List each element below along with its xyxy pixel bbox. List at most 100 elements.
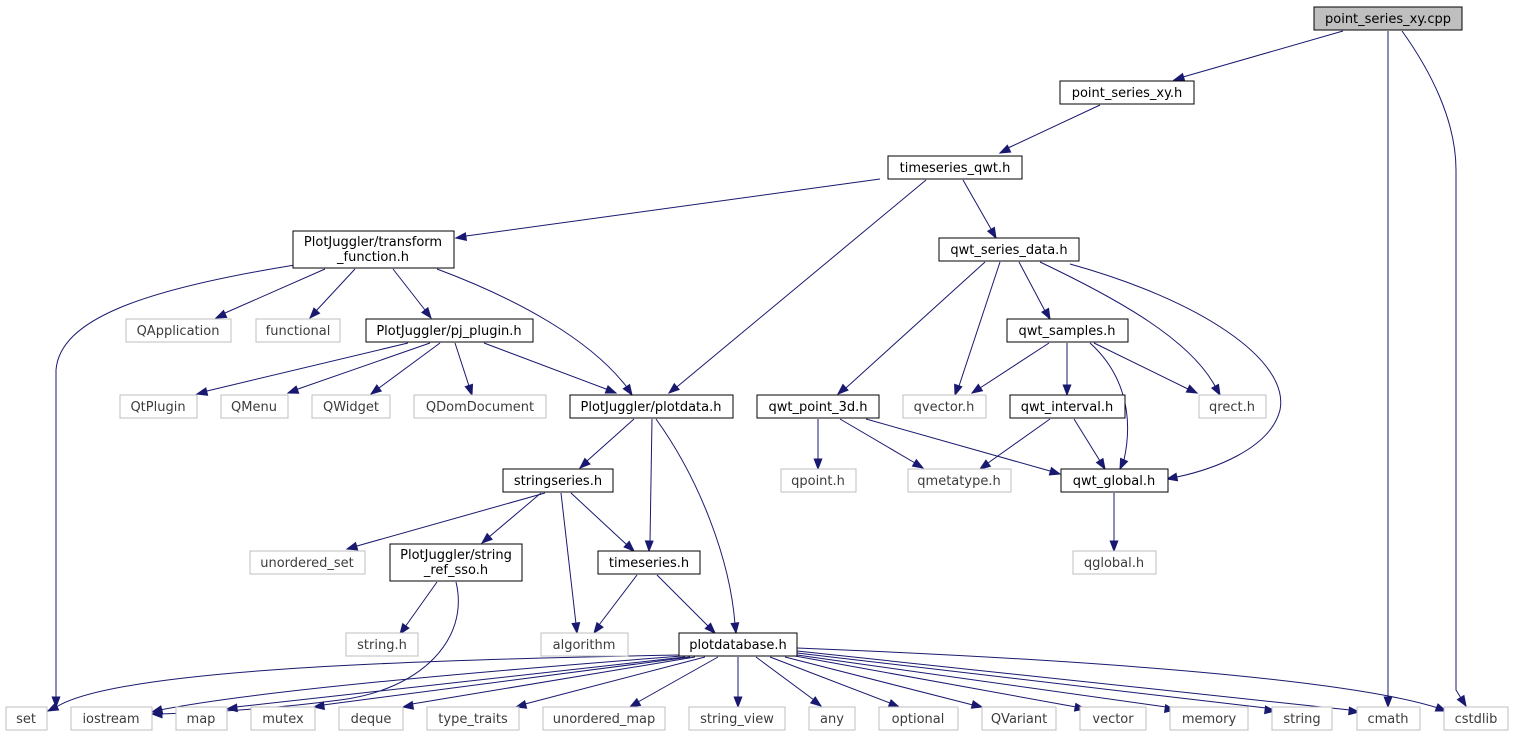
edge-plotdatabase-to-any	[755, 656, 823, 707]
edge-line	[1401, 30, 1467, 707]
node-string[interactable]: string	[1271, 706, 1333, 731]
node-label: unordered_set	[260, 556, 353, 571]
node-point-series-xy-h[interactable]: point_series_xy.h	[1059, 80, 1195, 105]
arrowhead-icon	[836, 383, 849, 395]
node-stringseries-h[interactable]: stringseries.h	[502, 468, 614, 493]
node-memory[interactable]: memory	[1169, 706, 1249, 731]
arrowhead-icon	[644, 540, 654, 553]
node-qrect-h[interactable]: qrect.h	[1198, 394, 1267, 419]
arrowhead-icon	[1109, 540, 1119, 553]
arrowhead-icon	[401, 700, 415, 710]
arrowhead-icon	[345, 541, 359, 551]
edge-timeseries-qwt-h-to-transform-function	[454, 178, 881, 242]
arrowhead-icon	[970, 383, 984, 394]
edge-timeseries-qwt-h-to-qwt-series-data-h	[962, 179, 997, 240]
node-label: PlotJuggler/pj_plugin.h	[376, 324, 521, 339]
edge-line	[655, 418, 737, 634]
node-label: functional	[266, 324, 331, 339]
node-qwt-series-data-h[interactable]: qwt_series_data.h	[938, 237, 1080, 262]
node-timeseries-qwt-h[interactable]: timeseries_qwt.h	[887, 155, 1023, 180]
edge-qwt-series-data-to-qwt-samples	[1018, 261, 1051, 321]
node-iostream[interactable]: iostream	[70, 706, 153, 731]
node-label: string	[1283, 712, 1320, 727]
edge-stringseries-to-unordered-set	[345, 492, 546, 551]
arrowhead-icon	[454, 232, 468, 242]
node-transform-function-h[interactable]: PlotJuggler/transform _function.h	[292, 230, 455, 269]
node-label: cmath	[1367, 712, 1408, 727]
edge-line	[796, 652, 1276, 712]
node-label: vector	[1092, 712, 1134, 727]
edge-line	[346, 492, 546, 550]
node-optional[interactable]: optional	[878, 706, 959, 731]
edge-qwt-series-data-to-qvector	[954, 261, 1001, 397]
edge-point-series-xy-h-to-timeseries-qwt-h	[998, 104, 1101, 154]
node-qwt-interval-h[interactable]: qwt_interval.h	[1009, 394, 1126, 419]
arrowhead-icon	[1095, 457, 1106, 471]
node-functional[interactable]: functional	[255, 318, 341, 343]
node-string-h[interactable]: string.h	[345, 632, 419, 657]
node-qdomdocument[interactable]: QDomDocument	[413, 394, 547, 419]
node-type-traits[interactable]: type_traits	[426, 706, 520, 731]
node-timeseries-h[interactable]: timeseries.h	[597, 550, 701, 575]
node-qmenu[interactable]: QMenu	[220, 394, 289, 419]
edge-stringseries-to-timeseries-h	[570, 492, 636, 552]
node-plotdata-h[interactable]: PlotJuggler/plotdata.h	[569, 394, 734, 419]
edge-line	[570, 492, 635, 552]
node-label: point_series_xy.h	[1072, 86, 1183, 101]
edge-plotdatabase-to-memory	[796, 654, 1177, 713]
node-string-ref-sso-h[interactable]: PlotJuggler/string _ref_sso.h	[389, 543, 523, 582]
node-cstdlib[interactable]: cstdlib	[1443, 706, 1509, 731]
edge-line	[151, 655, 683, 713]
edge-point-series-xy-cpp-to-cmath	[1383, 31, 1393, 709]
node-unordered-map[interactable]: unordered_map	[542, 706, 666, 731]
arrowhead-icon	[628, 697, 642, 708]
arrowhead-icon	[571, 622, 581, 635]
node-qvector-h[interactable]: qvector.h	[902, 394, 987, 419]
edge-stringseries-to-string-ref-sso	[480, 492, 542, 544]
node-qmetatype-h[interactable]: qmetatype.h	[907, 468, 1012, 493]
arrowhead-icon	[730, 622, 740, 635]
node-set[interactable]: set	[5, 706, 48, 731]
node-algorithm[interactable]: algorithm	[540, 632, 629, 657]
arrowhead-icon	[622, 383, 633, 397]
arrowhead-icon	[1210, 383, 1221, 397]
edge-line	[1093, 342, 1198, 394]
node-pj-plugin-h[interactable]: PlotJuggler/pj_plugin.h	[365, 318, 534, 343]
node-deque[interactable]: deque	[338, 706, 404, 731]
node-qwidget[interactable]: QWidget	[311, 394, 391, 419]
node-qwt-samples-h[interactable]: qwt_samples.h	[1006, 318, 1129, 343]
node-label: type_traits	[438, 712, 508, 727]
node-qtplugin[interactable]: QtPlugin	[119, 394, 198, 419]
node-unordered-set[interactable]: unordered_set	[249, 550, 366, 575]
node-plotdatabase-h[interactable]: plotdatabase.h	[678, 632, 798, 657]
node-string-view[interactable]: string_view	[688, 706, 786, 731]
edge-plotdatabase-to-map	[225, 656, 686, 713]
node-mutex[interactable]: mutex	[250, 706, 316, 731]
edge-line	[226, 656, 686, 710]
node-label: algorithm	[553, 638, 616, 653]
edge-plotdata-to-plotdatabase	[655, 418, 740, 635]
arrowhead-icon	[1165, 472, 1179, 482]
node-qwt-global-h[interactable]: qwt_global.h	[1060, 468, 1169, 493]
node-map[interactable]: map	[175, 706, 228, 731]
edge-plotdatabase-to-cmath	[796, 650, 1361, 716]
edge-line	[865, 418, 1061, 475]
arrowhead-icon	[733, 696, 743, 709]
node-label: qpoint.h	[791, 474, 845, 489]
node-qglobal-h[interactable]: qglobal.h	[1072, 550, 1157, 575]
node-qwt-point-3d-h[interactable]: qwt_point_3d.h	[756, 394, 880, 419]
arrowhead-icon	[464, 383, 474, 397]
edge-qwt-samples-to-qvector	[970, 342, 1050, 394]
edge-qwt-point-3d-to-qpoint	[813, 419, 823, 471]
node-point-series-xy-cpp[interactable]: point_series_xy.cpp	[1313, 6, 1463, 31]
node-any[interactable]: any	[808, 706, 856, 731]
node-cmath[interactable]: cmath	[1356, 706, 1421, 731]
node-qapplication[interactable]: QApplication	[125, 318, 232, 343]
arrowhead-icon	[214, 309, 228, 319]
node-qpoint-h[interactable]: qpoint.h	[780, 468, 857, 493]
edge-qwt-samples-to-qwt-interval	[1062, 343, 1072, 397]
node-qvariant[interactable]: QVariant	[981, 706, 1057, 731]
edge-line	[287, 342, 431, 394]
edge-line	[47, 654, 681, 712]
node-vector[interactable]: vector	[1079, 706, 1147, 731]
